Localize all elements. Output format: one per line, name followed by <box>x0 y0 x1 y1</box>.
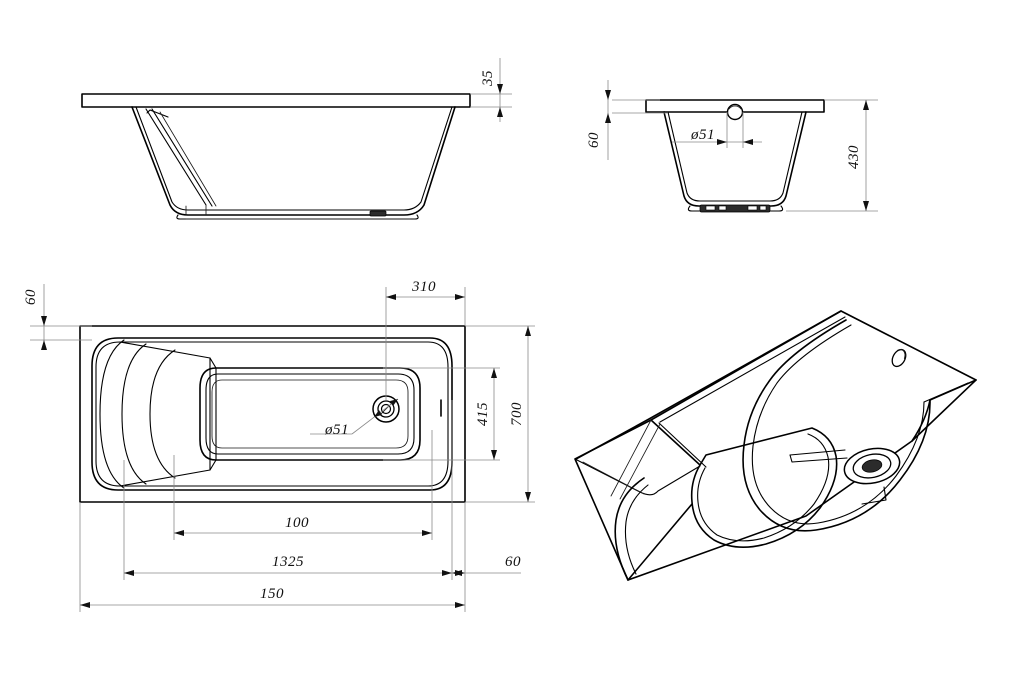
dim-label-plan-inner-width: 415 <box>475 402 491 426</box>
dim-label-plan-inner-length: 1325 <box>272 554 304 570</box>
dim-label-side-rim-thickness: 35 <box>480 70 496 87</box>
dim-label-plan-overall-width: 700 <box>509 402 525 426</box>
dim-label-plan-drain-offset: 310 <box>411 279 436 295</box>
plan-dimension-lines <box>30 284 535 612</box>
view-isometric <box>574 310 977 581</box>
dim-label-front-rim-offset: 60 <box>586 132 602 148</box>
front-dimension-lines <box>605 80 878 212</box>
dim-label-plan-end-offset: 60 <box>505 554 521 570</box>
view-front-elevation <box>645 99 825 213</box>
dim-label-plan-overall-length: 150 <box>260 586 284 602</box>
dim-label-plan-rim-offset: 60 <box>23 289 39 305</box>
dim-label-front-drain-diameter: ø51 <box>690 127 715 143</box>
view-plan <box>79 325 466 503</box>
view-side-elevation <box>81 93 471 220</box>
side-dimension-lines <box>470 58 512 122</box>
dim-label-front-overall-height: 430 <box>846 145 862 169</box>
dim-label-plan-inner-base: 100 <box>285 515 309 531</box>
dim-label-plan-drain-diameter: ø51 <box>324 422 349 438</box>
